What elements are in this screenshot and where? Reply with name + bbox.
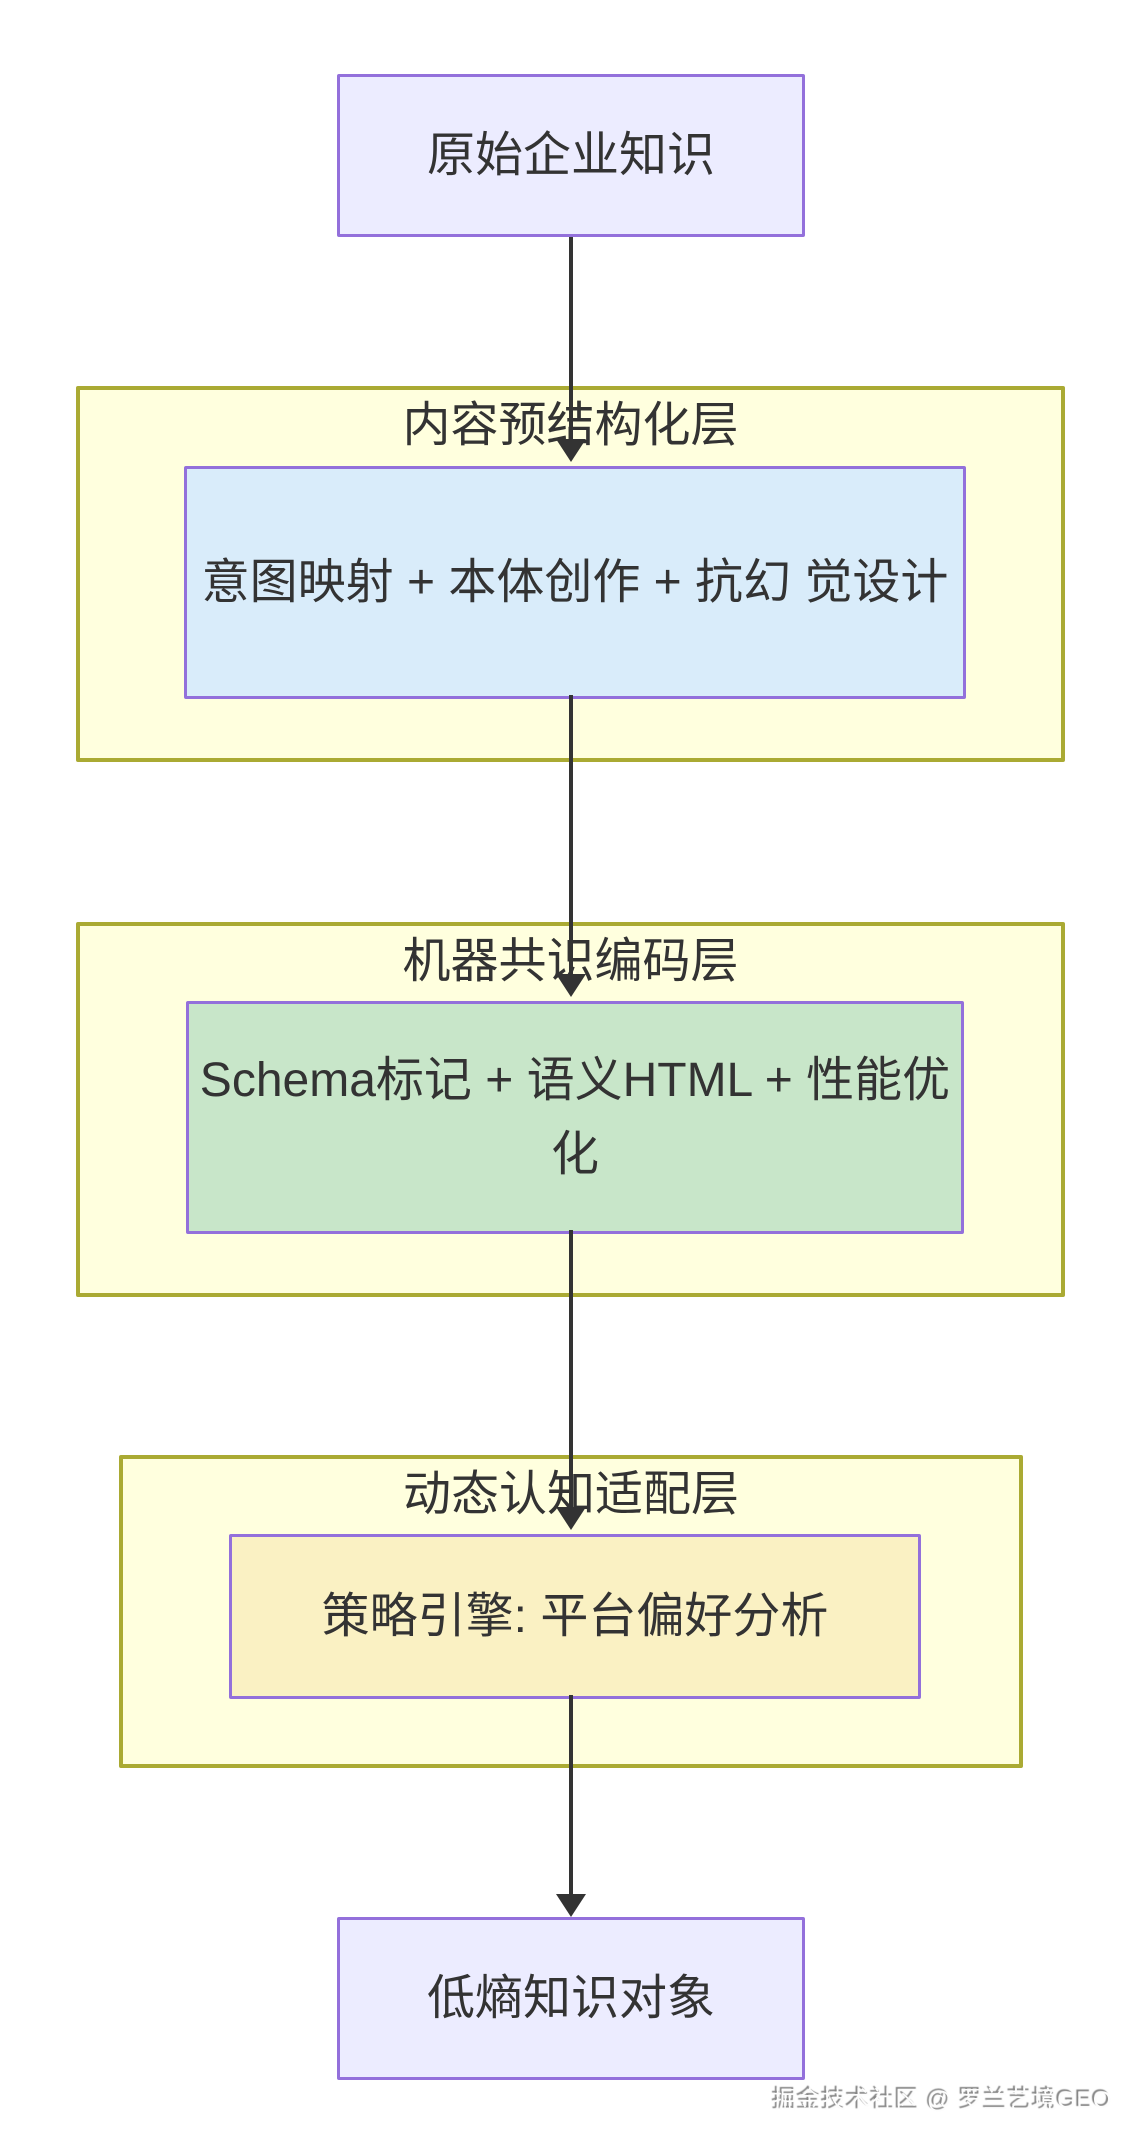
- node-source: 原始企业知识: [337, 74, 805, 237]
- arrow-down-icon: [556, 439, 586, 462]
- arrow-shaft: [569, 1695, 573, 1896]
- arrow-shaft: [569, 1230, 573, 1509]
- watermark-text: 掘金技术社区 @ 罗兰艺境GEO: [772, 2087, 1112, 2114]
- node-source-label: 原始企业知识: [426, 128, 715, 182]
- node-sink-label: 低熵知识对象: [426, 1971, 715, 2025]
- arrow-down-icon: [556, 974, 586, 997]
- arrow-down-icon: [556, 1894, 586, 1917]
- node-sink: 低熵知识对象: [337, 1917, 805, 2080]
- flow-arrow-4: [556, 1695, 586, 1917]
- node-schema-markup: Schema标记 + 语义HTML + 性能优化: [186, 1001, 964, 1234]
- step-node-label: Schema标记 + 语义HTML + 性能优化: [199, 1053, 951, 1181]
- arrow-shaft: [569, 237, 573, 441]
- arrow-shaft: [569, 695, 573, 976]
- flow-arrow-2: [556, 695, 586, 997]
- flow-arrow-3: [556, 1230, 586, 1530]
- node-intent-mapping: 意图映射 + 本体创作 + 抗幻 觉设计: [184, 466, 966, 699]
- step-node-label: 策略引擎: 平台偏好分析: [321, 1589, 829, 1643]
- flow-arrow-1: [556, 237, 586, 462]
- step-node-label: 意图映射 + 本体创作 + 抗幻 觉设计: [201, 555, 949, 609]
- arrow-down-icon: [556, 1507, 586, 1530]
- node-strategy-engine: 策略引擎: 平台偏好分析: [229, 1534, 921, 1699]
